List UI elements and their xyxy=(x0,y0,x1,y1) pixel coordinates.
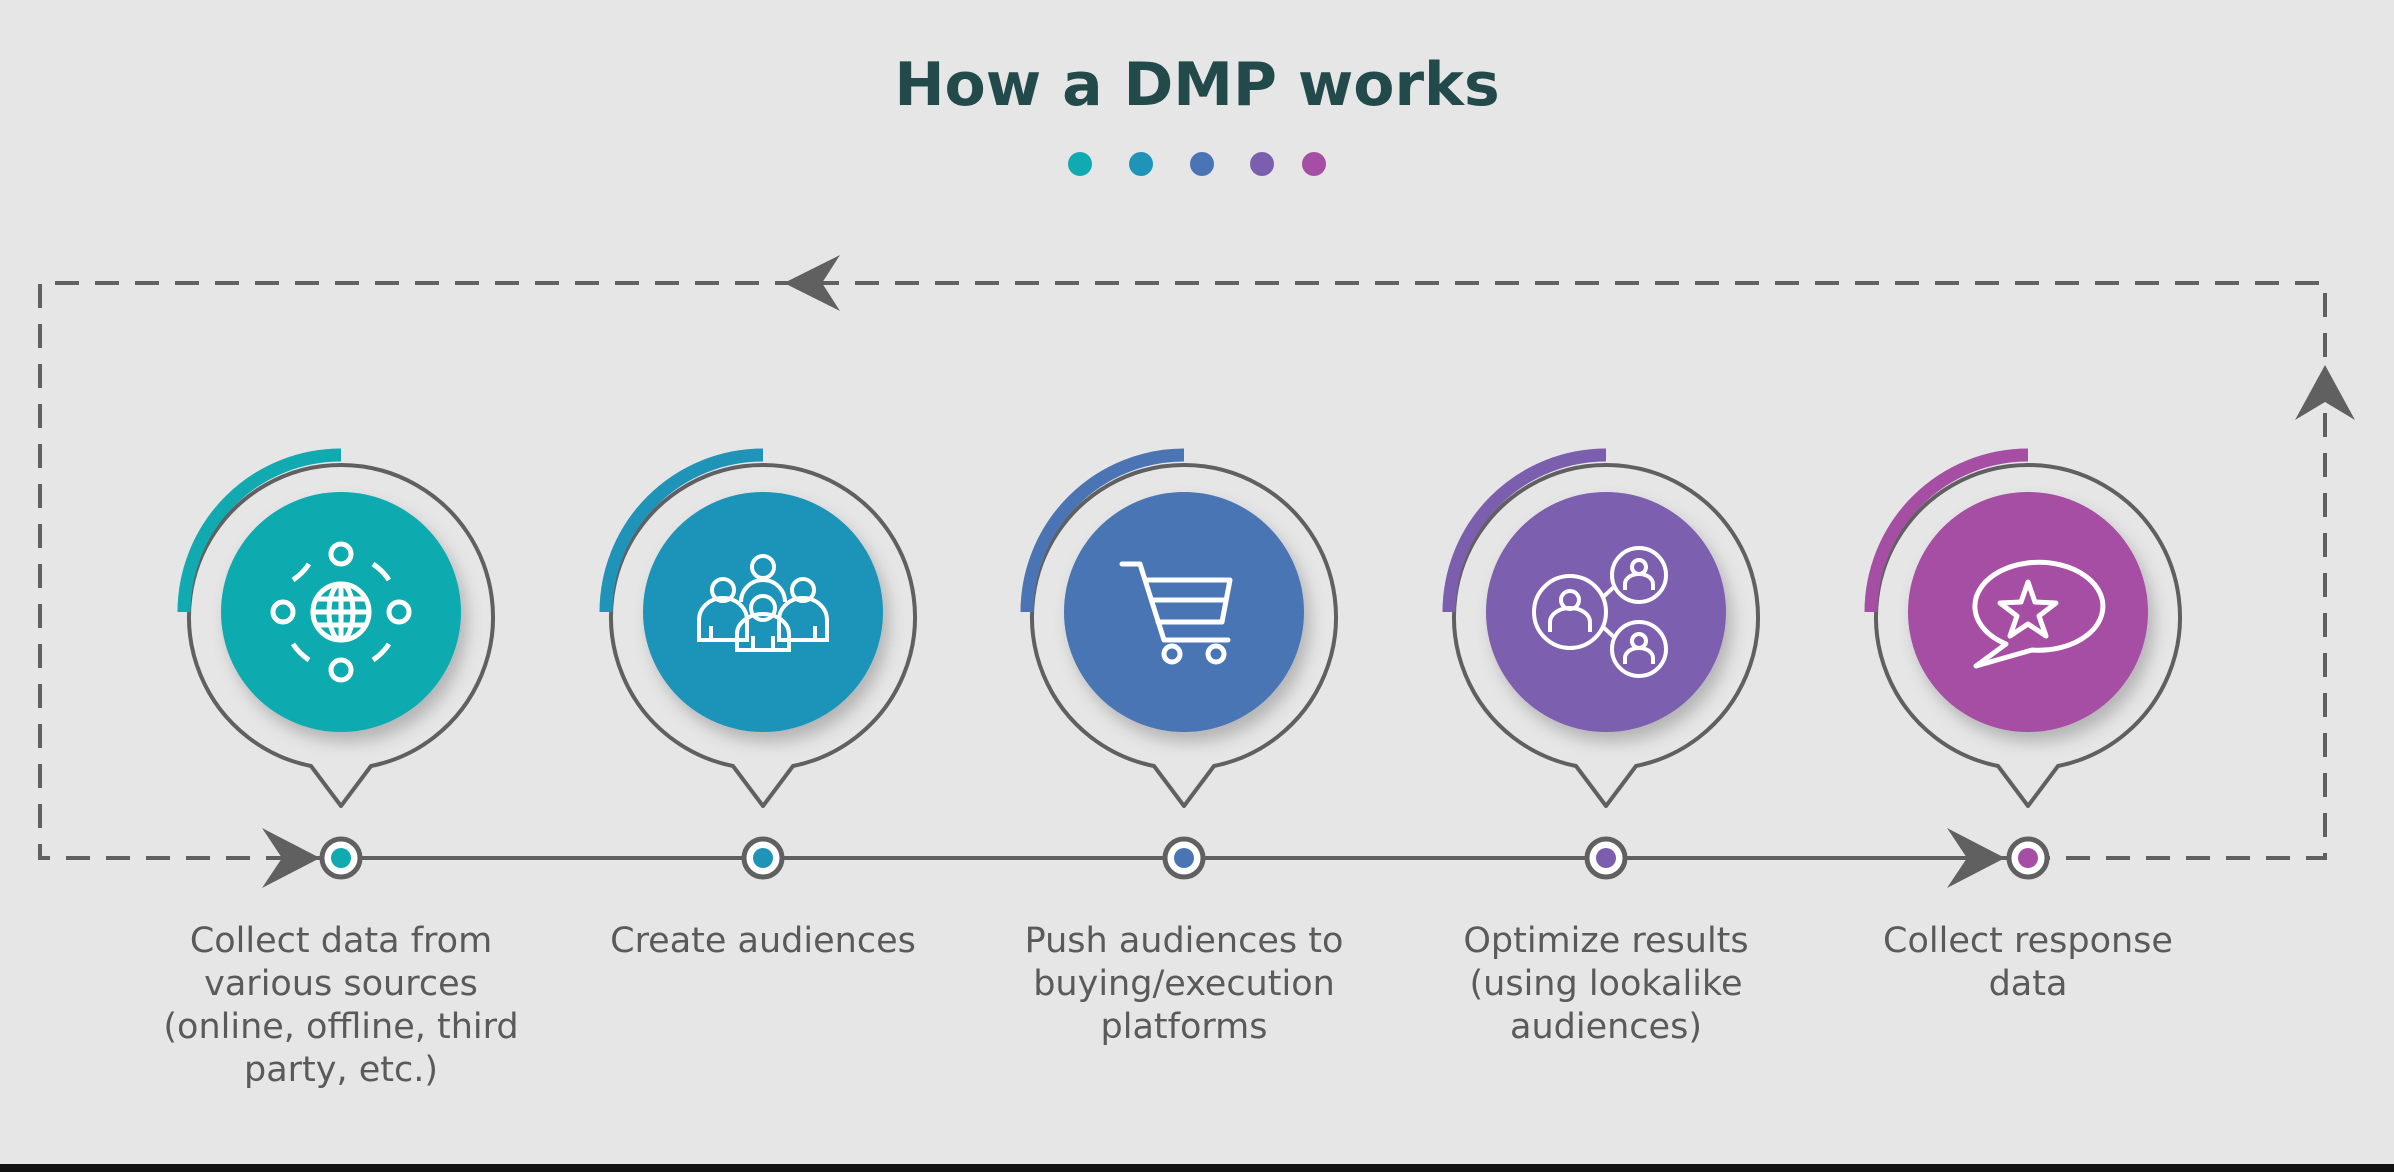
feedback-loop-dashed-line xyxy=(38,281,2327,860)
bottom-border xyxy=(0,1164,2394,1172)
chat-star-icon xyxy=(1972,559,2106,669)
step-label: Push audiences to buying/execution platf… xyxy=(1024,921,1344,1047)
arrow-right-icon xyxy=(262,828,320,888)
audience-group-icon xyxy=(697,554,829,652)
step-optimize-results xyxy=(1442,448,1760,880)
title-dot xyxy=(1129,152,1153,176)
step-collect-data xyxy=(177,448,495,880)
step-circle xyxy=(1064,492,1304,732)
page-title: How a DMP works xyxy=(894,50,1500,120)
shopping-cart-icon xyxy=(1119,561,1233,665)
lookalike-users-icon xyxy=(1532,546,1668,678)
step-arc xyxy=(1442,448,1607,613)
step-collect-response xyxy=(1864,448,2182,880)
title-dot xyxy=(1302,152,1326,176)
globe-network-icon xyxy=(270,541,412,683)
step-label: Collect response data xyxy=(1883,921,2173,1004)
title-dots xyxy=(1068,152,1326,176)
timeline-node-dot xyxy=(1174,848,1194,868)
title-dot xyxy=(1190,152,1214,176)
step-arc xyxy=(1864,448,2029,613)
step-push-audiences xyxy=(1020,448,1338,880)
step-label: Optimize results (using lookalike audien… xyxy=(1463,921,1749,1047)
step-label: Create audiences xyxy=(610,921,916,961)
arrow-left-icon xyxy=(784,255,840,311)
step-arc xyxy=(599,448,764,613)
timeline-node-dot xyxy=(331,848,351,868)
title-dot xyxy=(1250,152,1274,176)
step-arc xyxy=(1020,448,1185,613)
timeline-node-dot xyxy=(1596,848,1616,868)
step-create-audiences xyxy=(599,448,917,880)
timeline-node-dot xyxy=(2018,848,2038,868)
step-circle xyxy=(1908,492,2148,732)
arrow-up-icon xyxy=(2295,365,2355,420)
step-arc xyxy=(177,448,342,613)
step-label: Collect data from various sources (onlin… xyxy=(163,921,519,1090)
title-dot xyxy=(1068,152,1092,176)
timeline-node-dot xyxy=(753,848,773,868)
